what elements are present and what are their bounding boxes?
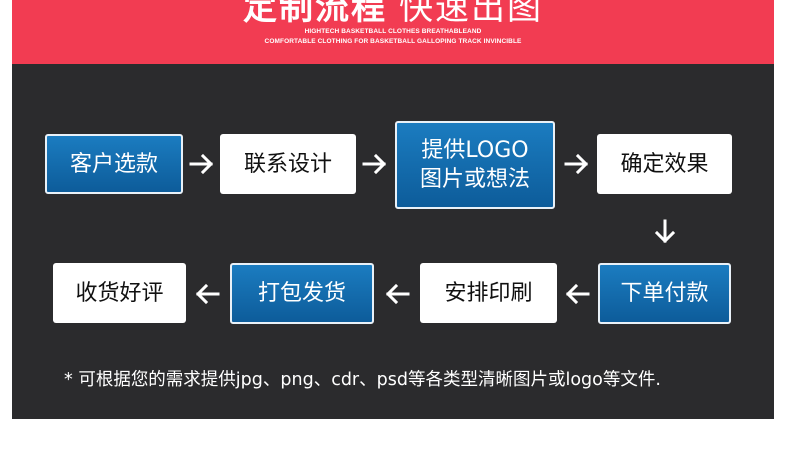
step-place-order-pay: 下单付款	[598, 263, 731, 324]
banner-subtitle-line2: COMFORTABLE CLOTHING FOR BASKETBALL GALL…	[264, 38, 522, 45]
header-banner: 定制流程快速出图 HIGHTECH BASKETBALL CLOTHES BRE…	[12, 0, 774, 64]
step-label: 确定效果	[620, 151, 709, 177]
arrow-right-icon	[188, 150, 216, 178]
step-label: 客户选款	[69, 151, 158, 177]
banner-title-bold: 定制流程	[243, 0, 387, 28]
arrow-right-icon	[563, 150, 591, 178]
step-label-line2: 图片或想法	[419, 167, 530, 192]
arrow-right-icon	[361, 150, 389, 178]
step-confirm-effect: 确定效果	[597, 134, 732, 194]
arrow-left-icon	[563, 280, 591, 308]
step-label: 下单付款	[620, 281, 709, 306]
step-label-line1: 提供LOGO	[421, 138, 529, 163]
arrow-left-icon	[383, 280, 411, 308]
step-label: 安排印刷	[444, 280, 533, 306]
footnote: * 可根据您的需求提供jpg、png、cdr、psd等各类型清晰图片或logo等…	[64, 370, 661, 390]
banner-subtitle-line1: HIGHTECH BASKETBALL CLOTHES BREATHABLEAN…	[304, 28, 482, 35]
banner-title-light: 快速出图	[399, 0, 543, 28]
step-arrange-printing: 安排印刷	[420, 263, 557, 323]
step-pack-ship: 打包发货	[230, 263, 374, 324]
step-label: 收货好评	[75, 280, 164, 306]
arrow-down-icon	[651, 218, 679, 246]
step-select-style: 客户选款	[45, 134, 183, 194]
step-contact-design: 联系设计	[220, 134, 356, 194]
step-provide-logo: 提供LOGO 图片或想法	[395, 121, 555, 209]
step-label: 打包发货	[257, 281, 346, 306]
arrow-left-icon	[193, 280, 221, 308]
banner-title: 定制流程快速出图	[12, 0, 774, 29]
step-receive-review: 收货好评	[53, 263, 186, 323]
step-label: 联系设计	[243, 151, 332, 177]
process-panel	[12, 64, 774, 419]
